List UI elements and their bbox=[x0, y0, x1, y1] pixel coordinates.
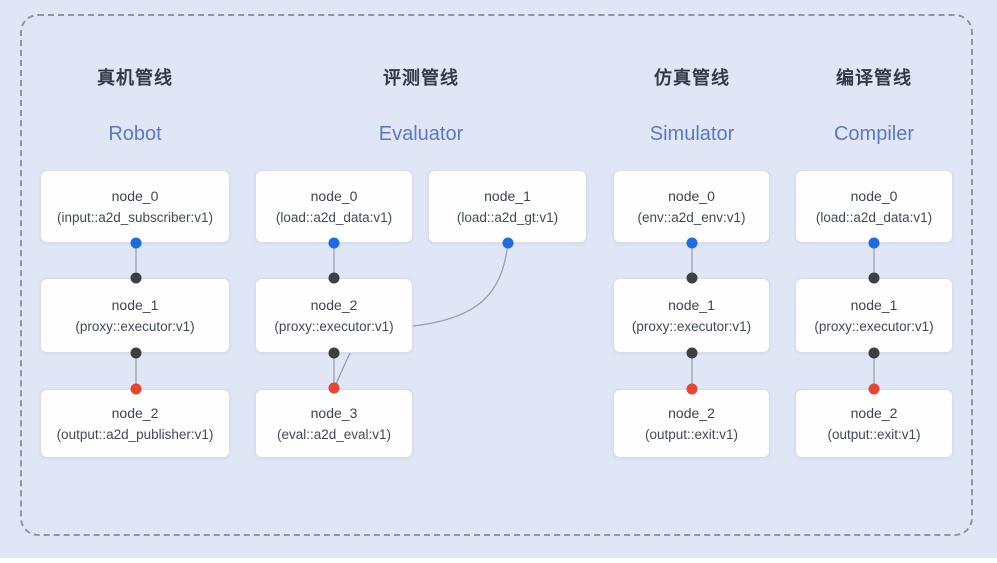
node-type: (proxy::executor:v1) bbox=[75, 318, 195, 334]
node-type: (proxy::executor:v1) bbox=[814, 318, 934, 334]
pipeline-title-zh-simulator: 仿真管线 bbox=[654, 68, 730, 88]
node-type: (output::exit:v1) bbox=[827, 426, 921, 442]
graph-node-evaluator-node2: node_2 (proxy::executor:v1) bbox=[255, 278, 413, 353]
graph-node-robot-node0: node_0 (input::a2d_subscriber:v1) bbox=[40, 170, 230, 243]
node-name: node_2 bbox=[310, 296, 358, 313]
node-type: (proxy::executor:v1) bbox=[631, 318, 752, 334]
node-type: (output::exit:v1) bbox=[644, 426, 739, 442]
node-name: node_0 bbox=[668, 187, 715, 204]
node-type: (load::a2d_data:v1) bbox=[275, 209, 393, 225]
node-type: (env::a2d_env:v1) bbox=[637, 209, 746, 225]
graph-node-compiler-node1: node_1 (proxy::executor:v1) bbox=[795, 278, 953, 353]
node-type: (eval::a2d_eval:v1) bbox=[276, 426, 392, 442]
graph-node-evaluator-node0: node_0 (load::a2d_data:v1) bbox=[255, 170, 413, 243]
node-name: node_0 bbox=[850, 187, 898, 204]
node-type: (input::a2d_subscriber:v1) bbox=[56, 209, 214, 225]
node-type: (load::a2d_data:v1) bbox=[815, 209, 933, 225]
pipeline-title-en-simulator: Simulator bbox=[649, 123, 735, 145]
node-name: node_1 bbox=[850, 296, 898, 313]
node-type: (load::a2d_gt:v1) bbox=[456, 209, 559, 225]
node-name: node_3 bbox=[310, 404, 358, 421]
graph-node-simulator-node2: node_2 (output::exit:v1) bbox=[613, 389, 770, 458]
pipeline-title-en-evaluator: Evaluator bbox=[378, 123, 464, 145]
page-bottom-edge bbox=[0, 558, 997, 563]
node-name: node_0 bbox=[310, 187, 358, 204]
node-name: node_2 bbox=[668, 404, 715, 421]
graph-node-simulator-node1: node_1 (proxy::executor:v1) bbox=[613, 278, 770, 353]
graph-node-simulator-node0: node_0 (env::a2d_env:v1) bbox=[613, 170, 770, 243]
node-name: node_1 bbox=[668, 296, 715, 313]
node-name: node_1 bbox=[484, 187, 531, 204]
node-type: (proxy::executor:v1) bbox=[274, 318, 394, 334]
pipeline-title-en-robot: Robot bbox=[108, 123, 162, 145]
graph-node-robot-node2: node_2 (output::a2d_publisher:v1) bbox=[40, 389, 230, 458]
graph-node-compiler-node0: node_0 (load::a2d_data:v1) bbox=[795, 170, 953, 243]
pipeline-title-zh-evaluator: 评测管线 bbox=[383, 68, 459, 88]
node-name: node_2 bbox=[111, 404, 159, 421]
graph-node-robot-node1: node_1 (proxy::executor:v1) bbox=[40, 278, 230, 353]
node-name: node_0 bbox=[111, 187, 159, 204]
graph-node-evaluator-node3: node_3 (eval::a2d_eval:v1) bbox=[255, 389, 413, 458]
pipeline-title-zh-robot: 真机管线 bbox=[97, 68, 173, 88]
graph-node-compiler-node2: node_2 (output::exit:v1) bbox=[795, 389, 953, 458]
node-name: node_2 bbox=[850, 404, 898, 421]
graph-node-evaluator-node1: node_1 (load::a2d_gt:v1) bbox=[428, 170, 587, 243]
pipeline-title-en-compiler: Compiler bbox=[833, 123, 915, 145]
pipeline-title-zh-compiler: 编译管线 bbox=[836, 68, 912, 88]
node-name: node_1 bbox=[111, 296, 159, 313]
dashed-border-frame bbox=[20, 14, 973, 536]
node-type: (output::a2d_publisher:v1) bbox=[56, 426, 214, 442]
